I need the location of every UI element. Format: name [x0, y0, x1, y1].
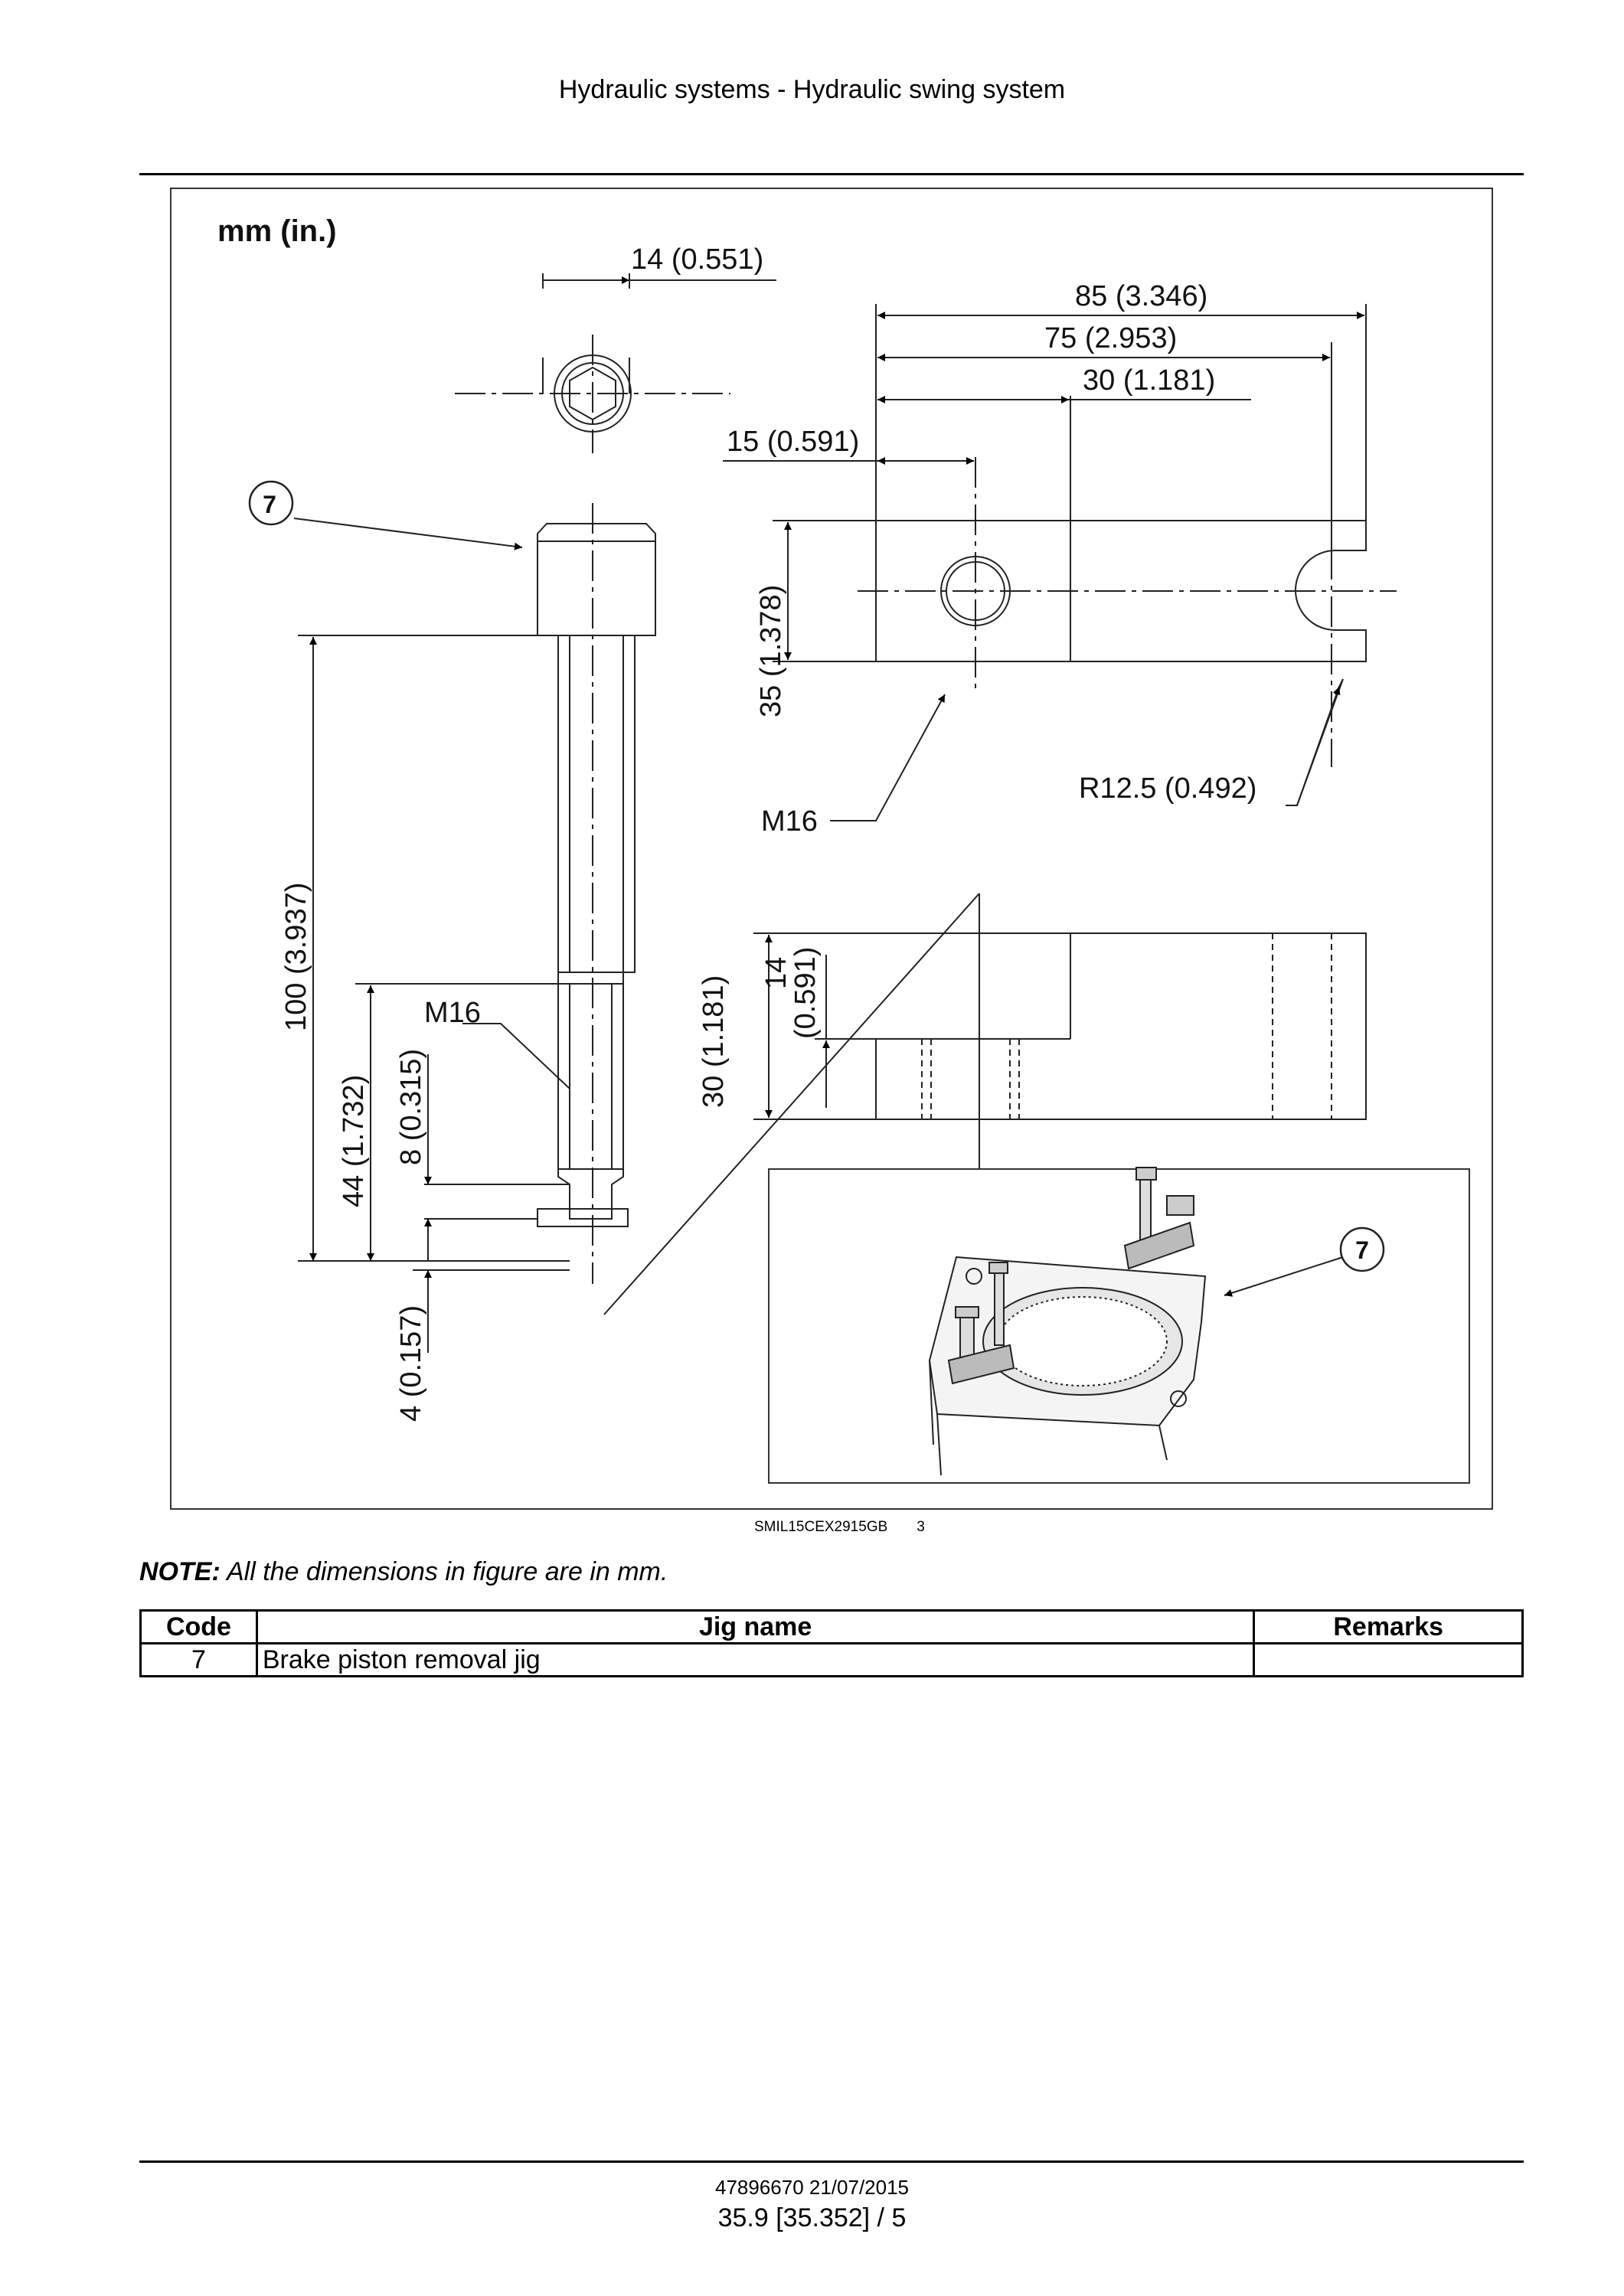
- dim-30-side: 30 (1.181): [698, 975, 730, 1108]
- dim-85: 85 (3.346): [1075, 280, 1207, 312]
- figure-code: SMIL15CEX2915GB: [754, 1519, 888, 1535]
- callout-circle-photo: [1339, 1226, 1385, 1272]
- header-code: Code: [139, 1609, 258, 1644]
- figure-number: 3: [917, 1519, 925, 1535]
- page-header: Hydraulic systems - Hydraulic swing syst…: [558, 75, 1066, 104]
- technical-drawing: mm (in.) 14 (0.551) 85 (3.346) 75 (2.953…: [170, 188, 1493, 1510]
- dim-30-top: 30 (1.181): [1083, 364, 1215, 397]
- drawing-svg: mm (in.) 14 (0.551) 85 (3.346) 75 (2.953…: [217, 214, 1470, 1484]
- dim-15: 15 (0.591): [727, 426, 859, 458]
- cell-jig-name: Brake piston removal jig: [255, 1642, 1256, 1677]
- note: NOTE: All the dimensions in figure are i…: [139, 1557, 668, 1587]
- table-header-row: Code Jig name Remarks: [139, 1609, 1524, 1644]
- units-label: mm (in.): [217, 214, 337, 248]
- cell-remarks: [1253, 1642, 1524, 1677]
- inset-photo: [768, 1167, 1470, 1484]
- dim-35: 35 (1.378): [755, 585, 787, 717]
- note-label: NOTE:: [139, 1557, 221, 1586]
- table-row: 7 Brake piston removal jig: [139, 1642, 1524, 1677]
- cell-code: 7: [139, 1642, 258, 1677]
- footer-rule: [139, 2160, 1524, 2163]
- footer-page: 35.9 [35.352] / 5: [717, 2203, 907, 2232]
- dim-44: 44 (1.732): [338, 1075, 370, 1207]
- dim-75: 75 (2.953): [1044, 322, 1177, 354]
- figure-caption: SMIL15CEX2915GB 3: [754, 1519, 925, 1536]
- footer-doc-id: 47896670 21/07/2015: [714, 2176, 910, 2199]
- header-rule: [139, 173, 1524, 175]
- dim-8: 8 (0.315): [395, 1049, 427, 1165]
- label-m16-plate: M16: [761, 805, 818, 838]
- header-remarks: Remarks: [1253, 1609, 1524, 1644]
- dim-14-side-a: 14: [760, 957, 792, 989]
- label-m16-bolt: M16: [424, 997, 481, 1029]
- dim-100: 100 (3.937): [280, 883, 312, 1031]
- header-jig-name: Jig name: [255, 1609, 1256, 1644]
- dim-14-top: 14 (0.551): [631, 243, 763, 276]
- dim-r125: R12.5 (0.492): [1079, 772, 1256, 805]
- dim-4: 4 (0.157): [395, 1305, 427, 1422]
- dim-14-side-b: (0.591): [789, 947, 822, 1039]
- callout-7-photo: 7: [1355, 1236, 1369, 1264]
- note-text: All the dimensions in figure are in mm.: [220, 1557, 668, 1586]
- callout-circle-bolt: [248, 480, 294, 526]
- callout-7-bolt: 7: [263, 491, 276, 518]
- jig-table: Code Jig name Remarks 7 Brake piston rem…: [139, 1609, 1524, 1677]
